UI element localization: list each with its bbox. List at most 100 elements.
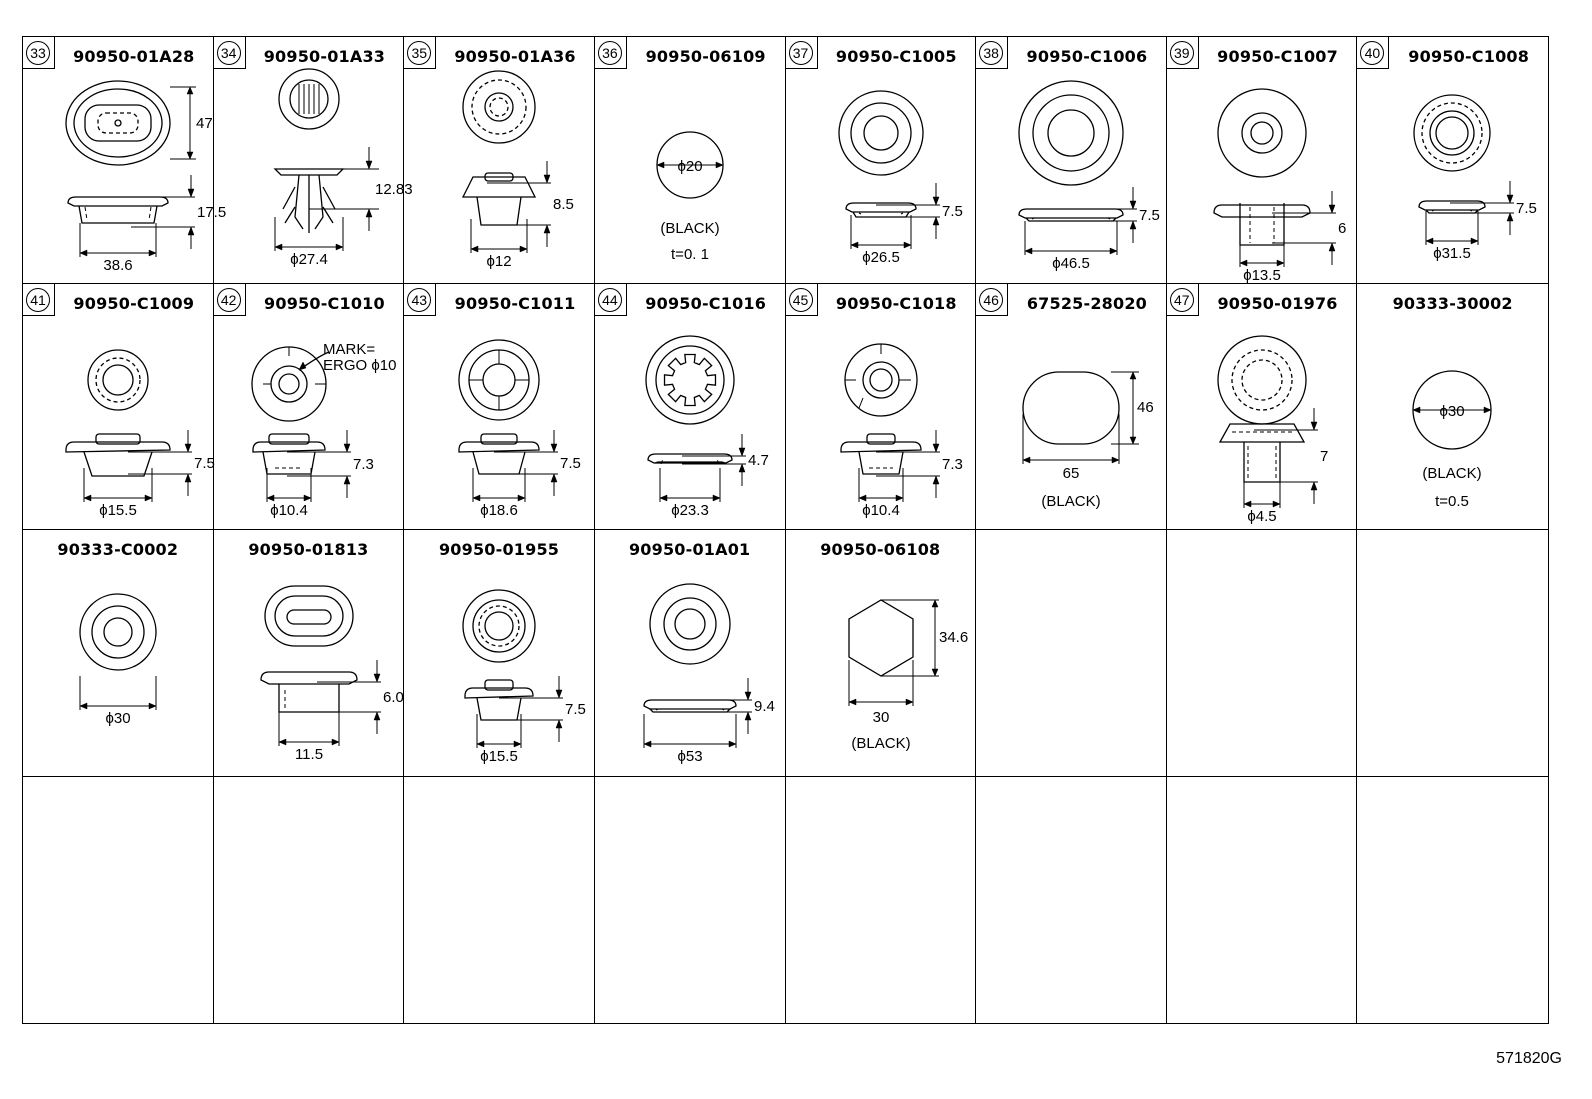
outline-circle (849, 102, 912, 164)
empty-cell (1166, 530, 1358, 777)
outline-circle (91, 605, 145, 659)
dimension-label: ϕ10.4 (270, 502, 308, 519)
outline-circle (861, 360, 900, 399)
empty-cell (976, 776, 1167, 1023)
arrow-head (298, 360, 306, 370)
cap-top (865, 432, 896, 445)
empty-cell (976, 530, 1167, 777)
part-number: 67525-28020 (1026, 293, 1148, 313)
inner-oval (273, 595, 344, 637)
callout-number: 43 (407, 287, 432, 312)
arrow-head (1109, 247, 1118, 255)
callout-number: 40 (1360, 41, 1385, 65)
outline-circle (1413, 94, 1492, 172)
leader-line (1107, 217, 1111, 220)
outline-circle (79, 593, 157, 671)
outline-circle (1217, 334, 1307, 425)
cap-top (484, 679, 514, 691)
dimension-label: 7.5 (560, 455, 581, 472)
dimension-label: 47 (196, 115, 213, 132)
body-profile (476, 196, 522, 226)
arrow-head (1471, 237, 1480, 245)
arrow-head (1484, 406, 1493, 413)
drawing-code: 571820G (1496, 1050, 1562, 1067)
outline-circle (862, 115, 899, 151)
callout-number-box: 39 (1166, 37, 1199, 69)
arrow-head (931, 599, 938, 608)
arrow-head (1024, 247, 1033, 255)
arrow-head (932, 443, 939, 453)
arrow-head (738, 462, 746, 472)
callout-number: 36 (597, 41, 622, 65)
arrow-head (1111, 456, 1120, 463)
arrow-head (1276, 259, 1285, 267)
empty-cell (214, 776, 405, 1023)
flange-profile (839, 440, 922, 453)
leader-line (1432, 209, 1435, 212)
outline-circle (663, 597, 717, 651)
dimension-label: ϕ53 (677, 748, 702, 765)
dimension-label: (BLACK) (851, 735, 910, 752)
dimension-label: 7 (1320, 448, 1328, 465)
arrow-head (905, 698, 914, 706)
dimension-label: 11.5 (295, 746, 323, 763)
outline-circle (95, 356, 141, 403)
arrow-head (728, 740, 737, 748)
arrow-head (79, 249, 88, 257)
arrow-head (857, 494, 866, 501)
arrow-head (83, 494, 92, 501)
part-number: 90333-30002 (1392, 293, 1513, 313)
dimension-label: 65 (1063, 465, 1080, 482)
body-profile (654, 460, 726, 464)
arrow-head (273, 243, 282, 251)
leader-line (900, 212, 903, 215)
arrow-head (895, 494, 904, 501)
arrow-head (343, 474, 350, 484)
arrow-head (1129, 220, 1137, 230)
outline-circle (1429, 110, 1476, 156)
outline-circle (655, 344, 725, 415)
arrow-head (265, 494, 274, 501)
arrow-head (738, 447, 746, 457)
callout-number-box: 37 (785, 37, 818, 69)
arrow-head (1328, 204, 1336, 214)
part-number: 90950-C1005 (835, 47, 957, 66)
body-profile (277, 684, 340, 713)
callout-number: 39 (1169, 41, 1194, 65)
body-profile (851, 211, 910, 218)
part-number: 90950-01A36 (454, 47, 576, 66)
arrow-head (365, 208, 372, 218)
arrow-head (373, 673, 380, 683)
flange-profile (67, 196, 169, 207)
dimension-label: 7.5 (194, 455, 215, 472)
outline-circle (674, 608, 706, 640)
arrow-head (659, 494, 668, 501)
arrow-head (277, 738, 286, 746)
fin-profile (282, 186, 336, 224)
arrow-head (543, 174, 551, 184)
dimension-label: MARK= (323, 341, 375, 358)
dimension-label: 4.7 (748, 452, 769, 469)
oval-plug (1022, 370, 1120, 445)
callout-number: 33 (26, 41, 50, 65)
dimension-label: ϕ4.5 (1247, 508, 1276, 525)
callout-number: 44 (597, 287, 622, 312)
callout-number-box: 35 (404, 37, 437, 69)
flange-profile (1218, 422, 1305, 443)
outline-circle (462, 589, 536, 663)
body-profile (472, 451, 526, 475)
empty-cell (595, 776, 786, 1023)
dimension-label: ϕ20 (677, 158, 702, 175)
